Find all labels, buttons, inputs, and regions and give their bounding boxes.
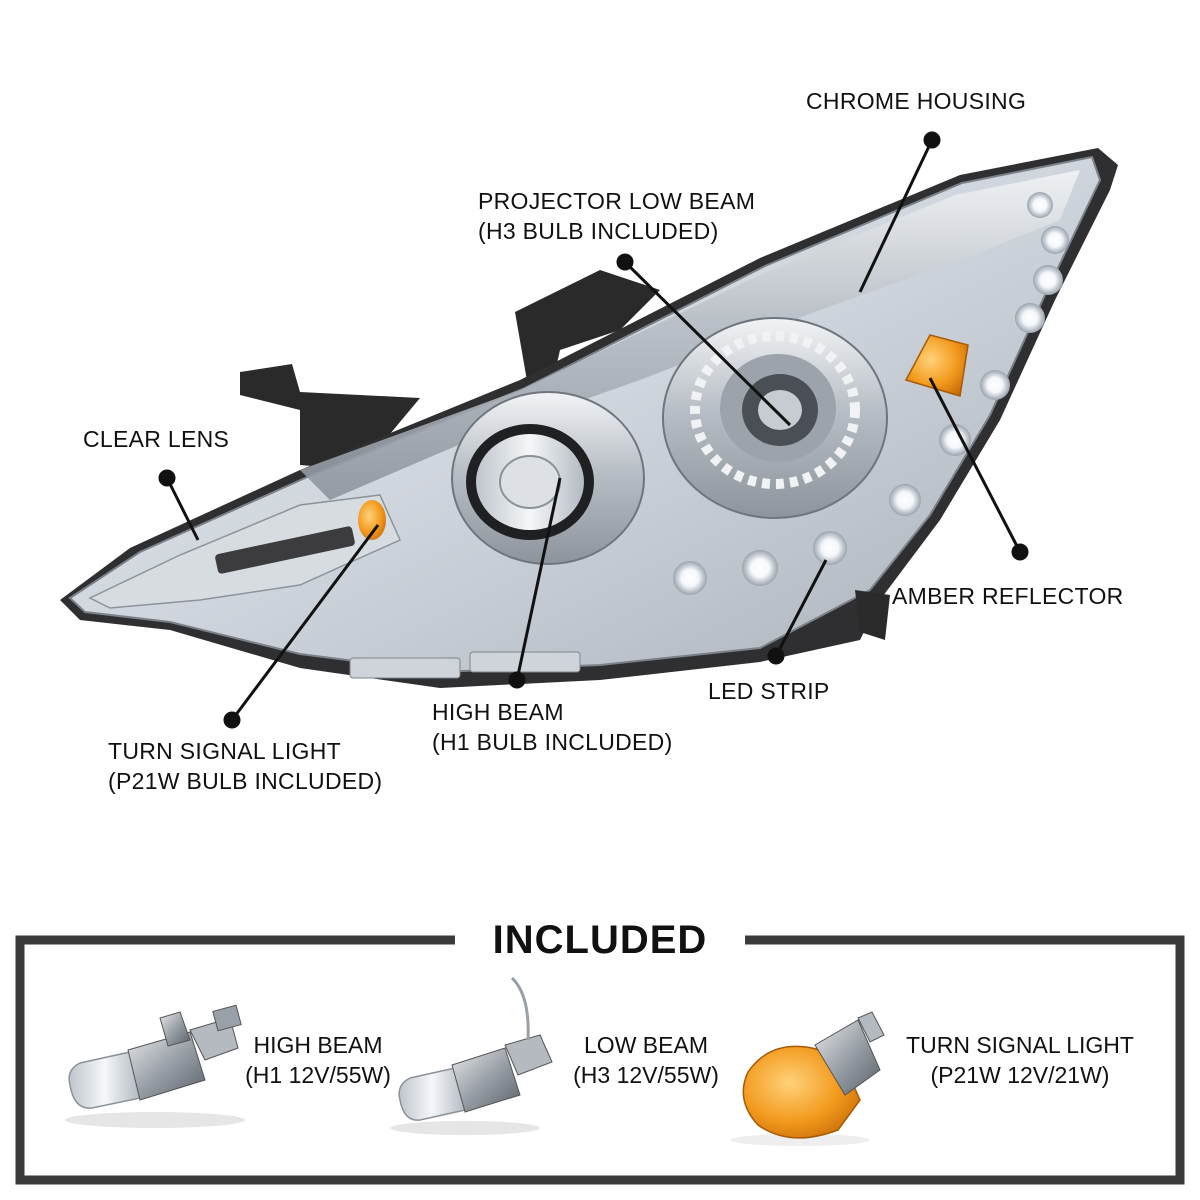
callout-leaders: [158, 131, 1029, 729]
h1-bulb-image: [65, 1004, 245, 1128]
callout-clear-lens: CLEAR LENS: [83, 424, 229, 454]
leader-projector-low-beam: [623, 260, 792, 427]
dot-led-strip: [767, 647, 785, 665]
callout-projector-low-beam-line2: (H3 BULB INCLUDED): [478, 218, 719, 244]
leader-high-beam: [515, 477, 562, 681]
callout-turn-signal: TURN SIGNAL LIGHT (P21W BULB INCLUDED): [108, 736, 382, 796]
dot-projector-low-beam: [616, 253, 634, 271]
high-beam-projector: [451, 391, 645, 565]
leader-amber-reflector: [928, 377, 1022, 553]
callout-chrome-housing-text: CHROME HOUSING: [806, 88, 1027, 114]
rear-clip: [855, 590, 890, 640]
callout-led-strip-text: LED STRIP: [708, 678, 830, 704]
callout-amber-reflector-text: AMBER REFLECTOR: [892, 583, 1124, 609]
callout-projector-low-beam: PROJECTOR LOW BEAM (H3 BULB INCLUDED): [478, 186, 755, 246]
callout-amber-reflector: AMBER REFLECTOR: [892, 581, 1124, 611]
led-strip: [673, 192, 1069, 595]
included-item-low-beam-line1: LOW BEAM: [584, 1032, 708, 1058]
leader-turn-signal: [230, 524, 380, 721]
included-item-turn-signal-line1: TURN SIGNAL LIGHT: [906, 1032, 1134, 1058]
included-item-turn-signal: TURN SIGNAL LIGHT (P21W 12V/21W): [894, 1030, 1146, 1090]
included-item-low-beam-line2: (H3 12V/55W): [573, 1062, 719, 1088]
callout-high-beam-line2: (H1 BULB INCLUDED): [432, 729, 673, 755]
callout-chrome-housing: CHROME HOUSING: [806, 86, 1026, 116]
amber-reflector: [904, 334, 969, 397]
leader-clear-lens: [165, 477, 200, 541]
lower-tab-left: [349, 657, 461, 679]
included-item-high-beam-line1: HIGH BEAM: [253, 1032, 383, 1058]
headlight-assembly: [60, 148, 1118, 688]
included-item-high-beam-line2: (H1 12V/55W): [245, 1062, 391, 1088]
turn-signal-amber: [358, 500, 386, 540]
h3-bulb-image: [390, 976, 553, 1135]
p21w-bulb-image: [730, 1011, 885, 1146]
callout-high-beam: HIGH BEAM (H1 BULB INCLUDED): [432, 697, 673, 757]
callout-high-beam-line1: HIGH BEAM: [432, 699, 564, 725]
lower-tab-right: [469, 651, 581, 673]
included-item-low-beam: LOW BEAM (H3 12V/55W): [566, 1030, 726, 1090]
included-item-high-beam: HIGH BEAM (H1 12V/55W): [238, 1030, 398, 1090]
dot-clear-lens: [158, 469, 176, 487]
callout-turn-signal-line1: TURN SIGNAL LIGHT: [108, 738, 341, 764]
callout-turn-signal-line2: (P21W BULB INCLUDED): [108, 768, 383, 794]
low-beam-projector: [662, 317, 888, 519]
callout-led-strip: LED STRIP: [708, 676, 830, 706]
dot-chrome-housing: [923, 131, 941, 149]
dot-high-beam: [508, 671, 526, 689]
turn-signal-fins: [215, 526, 355, 574]
callout-projector-low-beam-line1: PROJECTOR LOW BEAM: [478, 188, 756, 214]
included-frame: [15, 935, 1185, 1185]
leader-led-strip: [774, 559, 828, 657]
callout-clear-lens-text: CLEAR LENS: [83, 426, 230, 452]
dot-amber-reflector: [1011, 543, 1029, 561]
dot-turn-signal: [223, 711, 241, 729]
included-item-turn-signal-line2: (P21W 12V/21W): [930, 1062, 1110, 1088]
leader-chrome-housing: [858, 139, 934, 293]
included-title: INCLUDED: [492, 918, 708, 962]
